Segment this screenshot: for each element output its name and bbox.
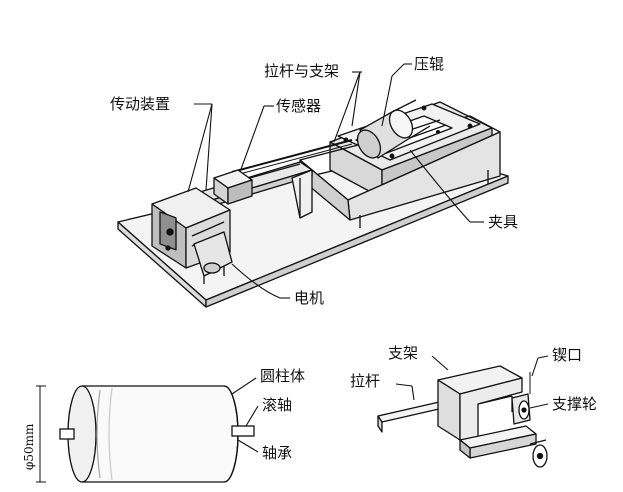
motor xyxy=(193,231,233,284)
label-notch: 锲口 xyxy=(552,346,583,364)
label-motor: 电机 xyxy=(294,289,325,307)
bracket-detail xyxy=(377,355,549,468)
diameter-dimension: φ50mm xyxy=(22,423,36,470)
pull-rod xyxy=(231,139,353,177)
bracket-leader-lines xyxy=(395,355,549,409)
label-support-wheel: 支撑轮 xyxy=(552,395,598,413)
top-leader-lines xyxy=(187,63,484,299)
test-rig-assembly xyxy=(117,63,509,308)
label-roller-shaft: 滚轴 xyxy=(262,396,293,414)
press-roller xyxy=(356,99,431,159)
sensor-block xyxy=(213,169,253,205)
label-transmission: 传动装置 xyxy=(110,95,171,113)
label-bearing: 轴承 xyxy=(262,444,293,462)
cylinder-detail xyxy=(36,377,259,483)
label-cylinder: 圆柱体 xyxy=(260,367,306,385)
bracket-frame xyxy=(437,365,537,459)
support-wheels xyxy=(511,393,548,468)
label-bracket: 支架 xyxy=(388,344,419,362)
label-sensor: 传感器 xyxy=(276,97,322,115)
label-pull-rod: 拉杆 xyxy=(350,372,381,390)
label-press-roller: 压辊 xyxy=(414,55,445,73)
label-rod-and-bracket: 拉杆与支架 xyxy=(264,62,340,80)
label-clamp: 夹具 xyxy=(488,213,519,231)
